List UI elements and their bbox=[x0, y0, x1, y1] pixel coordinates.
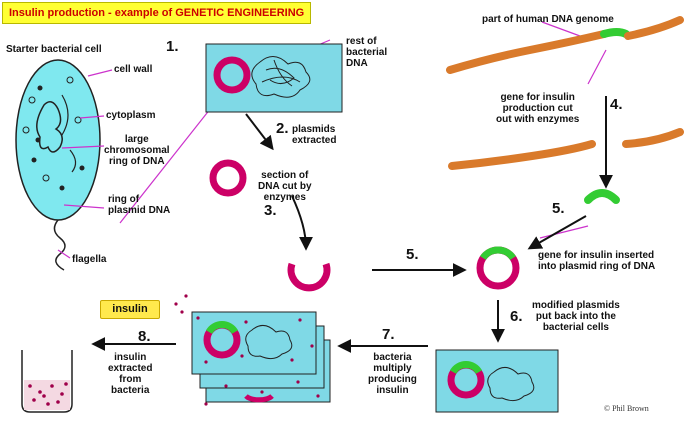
copyright-text: © Phil Brown bbox=[604, 404, 649, 413]
label-cell-wall: cell wall bbox=[114, 64, 152, 75]
recombinant-plasmid bbox=[480, 250, 516, 286]
process-arrows bbox=[94, 96, 606, 346]
label-cytoplasm: cytoplasm bbox=[106, 110, 155, 121]
step-number-4: 4. bbox=[610, 96, 623, 113]
step-number-2: 2. bbox=[276, 120, 289, 137]
step-number-1: 1. bbox=[166, 38, 179, 55]
starter-bacterial-cell bbox=[16, 60, 100, 270]
step-number-7: 7. bbox=[382, 326, 395, 343]
diagram-title: Insulin production - example of GENETIC … bbox=[2, 2, 311, 24]
label-insulin-extracted: insulin extracted from bacteria bbox=[108, 352, 152, 396]
label-starter-cell: Starter bacterial cell bbox=[6, 44, 102, 55]
step-number-5-gene: 5. bbox=[552, 200, 565, 217]
modified-bacteria-panel bbox=[436, 350, 558, 412]
label-human-genome: part of human DNA genome bbox=[482, 14, 614, 25]
insulin-tag: insulin bbox=[100, 300, 160, 319]
label-plasmids-extracted: plasmids extracted bbox=[292, 124, 336, 146]
label-modified-plasmids: modified plasmids put back into the bact… bbox=[532, 300, 620, 333]
step-number-6: 6. bbox=[510, 308, 523, 325]
step-number-3: 3. bbox=[264, 202, 277, 219]
label-flagella: flagella bbox=[72, 254, 106, 265]
extracted-plasmid bbox=[213, 163, 243, 193]
bacterial-dna-panel bbox=[206, 44, 342, 112]
multiplying-bacteria-panels bbox=[174, 294, 330, 405]
label-bacteria-multiply: bacteria multiply producing insulin bbox=[368, 352, 417, 396]
label-rest-dna: rest of bacterial DNA bbox=[346, 36, 387, 69]
beaker bbox=[22, 350, 72, 412]
label-plasmid: ring of plasmid DNA bbox=[108, 194, 170, 216]
label-chromosome: large chromosomal ring of DNA bbox=[104, 134, 170, 167]
step-number-8: 8. bbox=[138, 328, 151, 345]
label-section-cut: section of DNA cut by enzymes bbox=[258, 170, 312, 203]
label-gene-inserted: gene for insulin inserted into plasmid r… bbox=[538, 250, 655, 272]
step-number-5-insert: 5. bbox=[406, 246, 419, 263]
cut-plasmid bbox=[291, 264, 327, 288]
label-gene-cut: gene for insulin production cut out with… bbox=[496, 92, 579, 125]
